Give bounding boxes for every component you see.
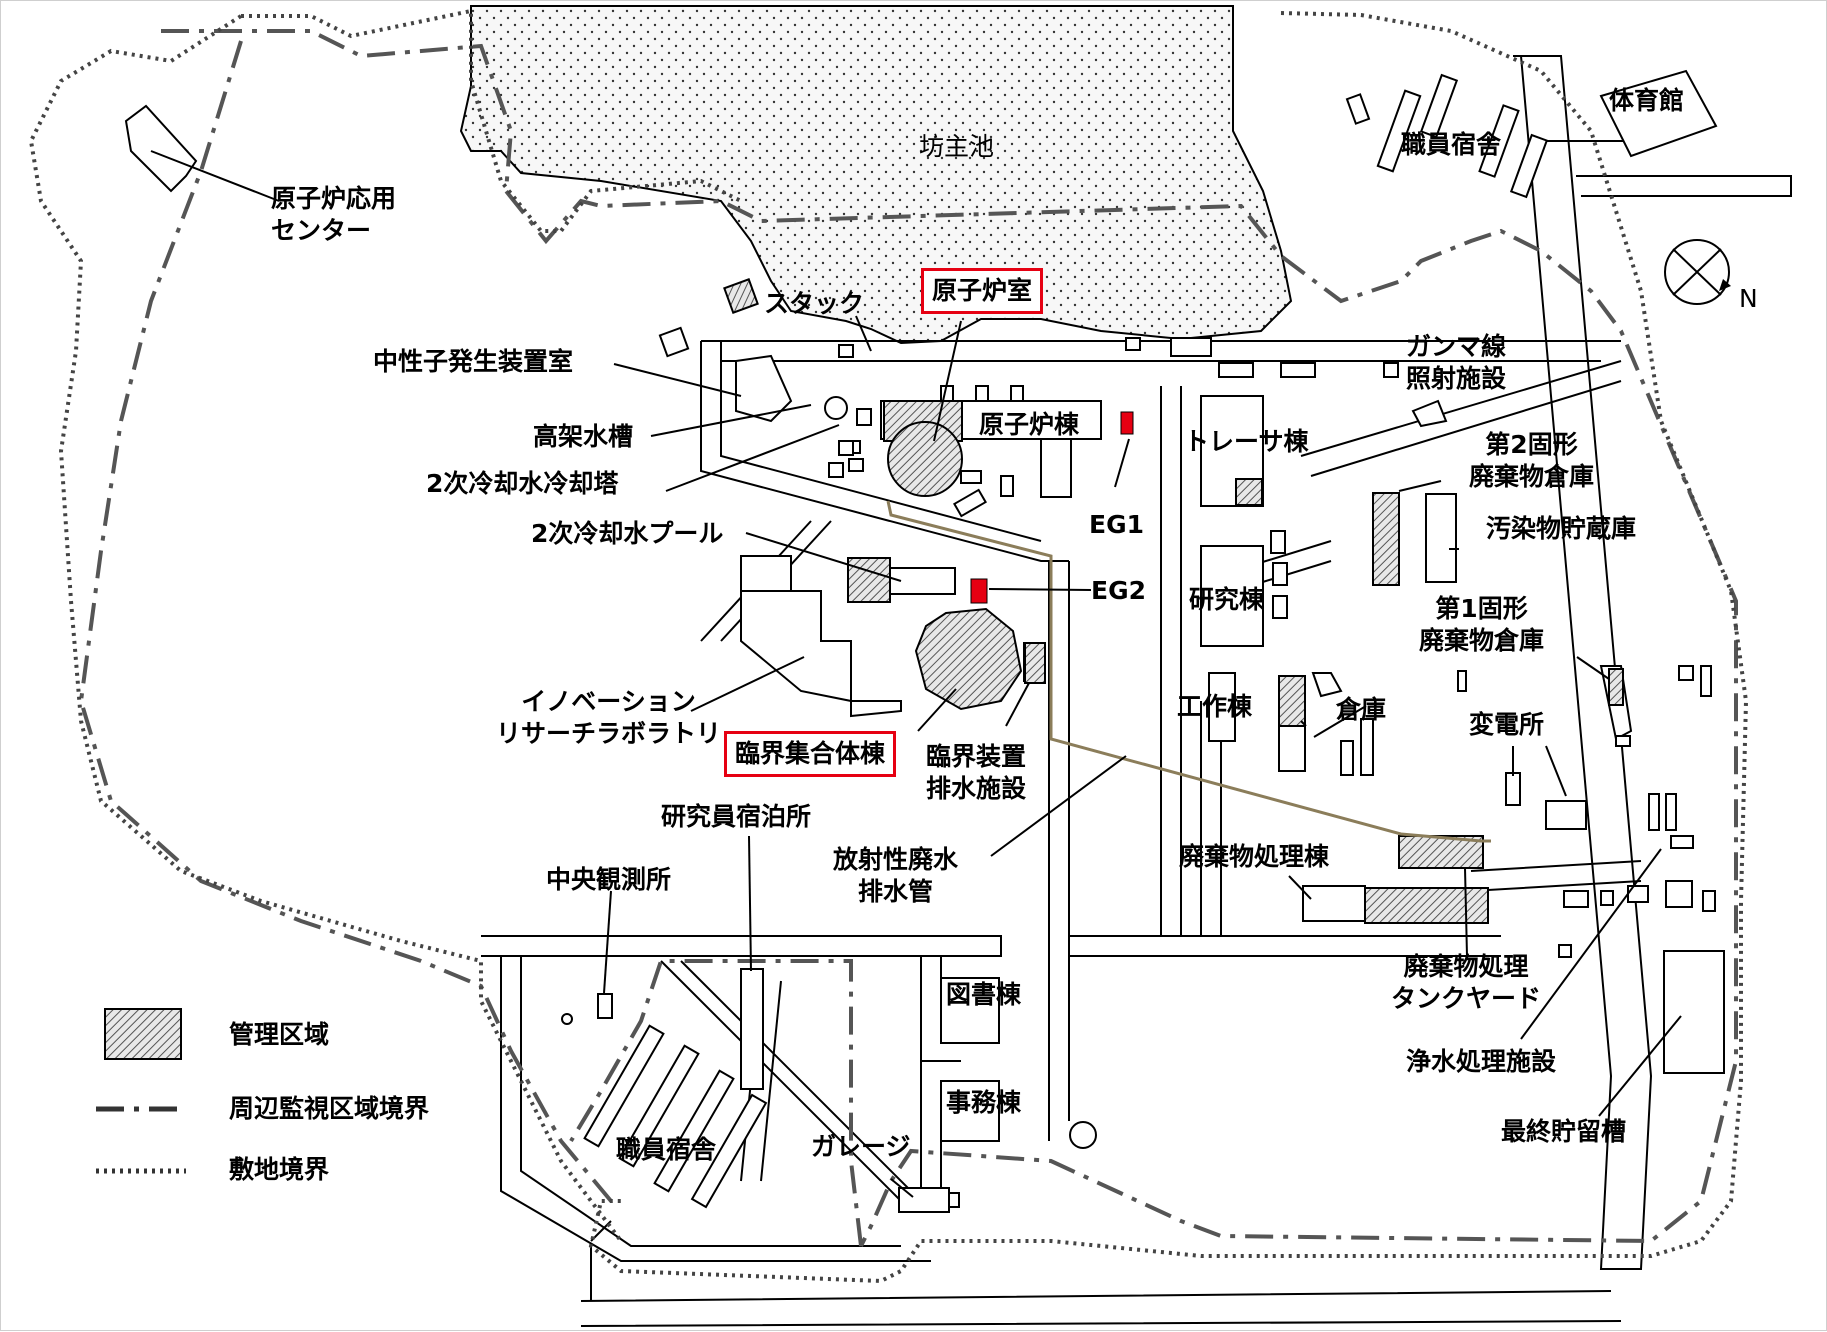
site-boundary — [28, 8, 1749, 1284]
waste-treatment-building-label: 廃棄物処理棟 — [1179, 842, 1330, 871]
research-building-label: 研究棟 — [1189, 585, 1265, 614]
office-label: 事務棟 — [946, 1088, 1022, 1117]
solid-waste-storage-1-label: 第1固形 廃棄物倉庫 — [1419, 594, 1545, 655]
eg1-marker — [1120, 411, 1134, 435]
drain-pipe — [886, 500, 1491, 843]
water-purification-label: 浄水処理施設 — [1406, 1047, 1557, 1076]
gamma-irradiation-label: ガンマ線 照射施設 — [1406, 332, 1507, 393]
radioactive-drain-pipe-label: 放射性廃水 排水管 — [833, 845, 959, 906]
tracer-building-label: トレーサ棟 — [1184, 427, 1309, 456]
staff-housing-north-label: 職員宿舎 — [1401, 130, 1502, 159]
legend-monitoring-boundary: 周辺監視区域境界 — [229, 1094, 430, 1123]
substation-label: 変電所 — [1469, 710, 1545, 739]
controlled-areas — [104, 278, 1624, 1060]
critical-assembly-building-label: 臨界集合体棟 — [724, 731, 897, 777]
eg2-marker — [970, 578, 988, 604]
legend-controlled-area: 管理区域 — [229, 1020, 330, 1049]
legend-site-boundary: 敷地境界 — [229, 1155, 330, 1184]
warehouse-label: 倉庫 — [1336, 695, 1387, 724]
waste-tank-yard-label: 廃棄物処理 タンクヤード — [1391, 952, 1542, 1013]
compass-icon — [1664, 239, 1731, 305]
contaminated-storage-label: 汚染物貯蔵庫 — [1486, 514, 1637, 543]
gym-label: 体育館 — [1609, 86, 1685, 115]
critical-drainage-label: 臨界装置 排水施設 — [926, 742, 1027, 803]
secondary-cooling-pool-label: 2次冷却水プール — [531, 519, 724, 548]
monitoring-boundary — [78, 29, 1738, 1247]
neutron-generator-room-label: 中性子発生装置室 — [373, 347, 574, 376]
pond-label: 坊主池 — [919, 132, 995, 161]
garage-label: ガレージ — [811, 1132, 911, 1161]
reactor-building-label: 原子炉棟 — [979, 410, 1080, 439]
stack-label: スタック — [764, 289, 865, 318]
elevated-water-tank-label: 高架水槽 — [533, 422, 634, 451]
leader-lines — [150, 150, 1682, 1198]
researcher-lodging-label: 研究員宿泊所 — [661, 802, 812, 831]
library-label: 図書棟 — [946, 980, 1022, 1009]
reactor-room-label: 原子炉室 — [921, 268, 1044, 314]
innovation-lab-label: イノベーション リサーチラボラトリ — [496, 687, 722, 748]
secondary-cooling-tower-label: 2次冷却水冷却塔 — [426, 469, 619, 498]
eg2-label: EG2 — [1091, 576, 1146, 605]
eg1-label: EG1 — [1089, 510, 1144, 539]
workshop-label: 工作棟 — [1177, 692, 1253, 721]
pond-area — [459, 5, 1293, 345]
solid-waste-storage-2-label: 第2固形 廃棄物倉庫 — [1469, 430, 1595, 491]
final-storage-tank-label: 最終貯留槽 — [1501, 1117, 1627, 1146]
central-observation-label: 中央観測所 — [546, 865, 672, 894]
staff-housing-south-label: 職員宿舎 — [616, 1135, 717, 1164]
reactor-application-center-label: 原子炉応用 センター — [271, 184, 397, 245]
north-label: N — [1739, 284, 1758, 313]
